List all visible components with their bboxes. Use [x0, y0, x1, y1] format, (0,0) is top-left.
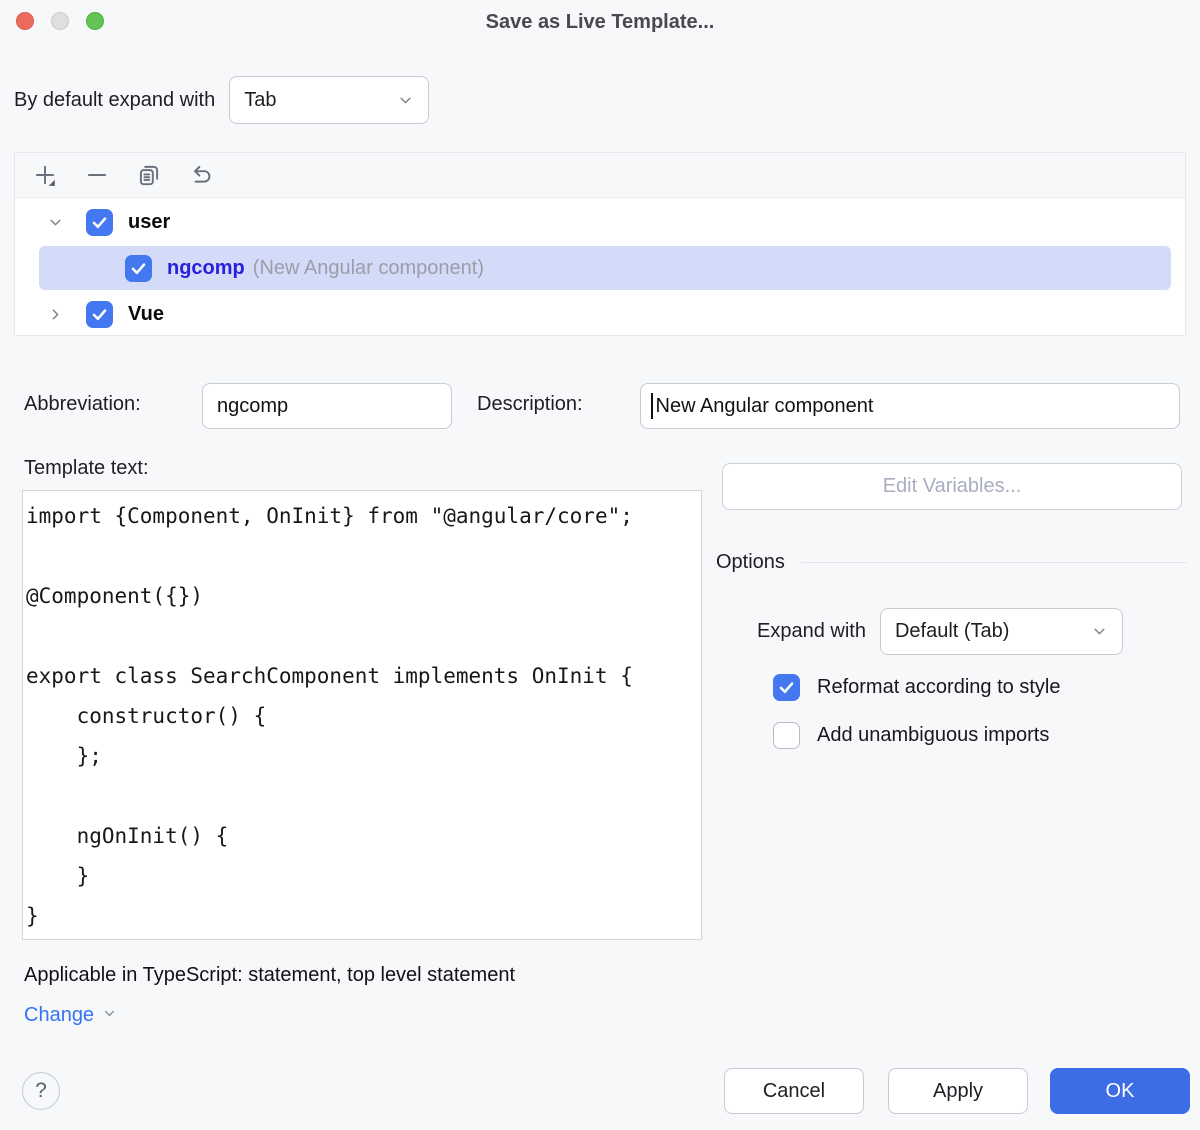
duplicate-button[interactable]: [133, 159, 165, 191]
tree-row-vue[interactable]: Vue: [15, 291, 1185, 337]
tree-toolbar: [15, 153, 1185, 198]
user-checkbox[interactable]: [86, 208, 113, 236]
expand-with-label: Expand with: [757, 620, 866, 642]
chevron-right-icon[interactable]: [46, 306, 64, 323]
description-label: Description:: [477, 393, 583, 415]
add-imports-label: Add unambiguous imports: [817, 724, 1050, 746]
title-bar: Save as Live Template...: [0, 0, 1200, 44]
reformat-checkbox[interactable]: [773, 674, 800, 701]
reformat-option[interactable]: Reformat according to style: [773, 674, 1060, 701]
tree-row-ngcomp[interactable]: ngcomp (New Angular component): [15, 245, 1185, 291]
tree-item-label: Vue: [128, 302, 164, 325]
help-button[interactable]: ?: [22, 1072, 60, 1110]
applicable-context-text: Applicable in TypeScript: statement, top…: [24, 964, 516, 986]
add-button[interactable]: [29, 159, 61, 191]
reformat-label: Reformat according to style: [817, 676, 1061, 698]
undo-button[interactable]: [185, 159, 217, 191]
default-expand-label: By default expand with: [14, 88, 216, 111]
description-value: New Angular component: [655, 394, 874, 417]
chevron-down-icon: [397, 92, 414, 109]
edit-variables-button[interactable]: Edit Variables...: [722, 463, 1182, 510]
expand-with-select[interactable]: Default (Tab): [879, 608, 1123, 655]
window-title: Save as Live Template...: [485, 11, 715, 33]
tree-item-label: user: [128, 210, 171, 233]
cancel-label: Cancel: [762, 1079, 826, 1102]
checkmark-icon: [779, 682, 794, 694]
undo-icon: [194, 165, 211, 183]
checkmark-icon: [131, 262, 146, 274]
default-expand-row: By default expand with Tab: [14, 76, 430, 124]
templates-tree-panel: user ngcomp (New Angular component) Vue: [14, 152, 1186, 336]
selection-highlight: [39, 246, 1171, 290]
add-imports-option[interactable]: Add unambiguous imports: [773, 722, 1049, 749]
add-icon: [35, 165, 55, 186]
tree-item-label: ngcomp: [167, 256, 245, 279]
abbreviation-row: Abbreviation: ngcomp Description: New An…: [0, 383, 1200, 429]
text-cursor: [651, 393, 653, 419]
change-link[interactable]: Change: [24, 1004, 117, 1027]
abbreviation-input[interactable]: ngcomp: [202, 383, 452, 429]
template-text-editor[interactable]: import {Component, OnInit} from "@angula…: [22, 490, 702, 940]
zoom-window-button[interactable]: [86, 12, 104, 30]
close-window-button[interactable]: [16, 12, 34, 30]
default-expand-select[interactable]: Tab: [229, 76, 430, 124]
description-input[interactable]: New Angular component: [640, 383, 1180, 429]
remove-button[interactable]: [81, 159, 113, 191]
change-label: Change: [24, 1004, 95, 1026]
cancel-button[interactable]: Cancel: [724, 1068, 864, 1114]
tree-item-description: (New Angular component): [252, 256, 485, 279]
tree-row-user[interactable]: user: [15, 199, 1185, 245]
chevron-down-icon[interactable]: [46, 214, 64, 231]
default-expand-value: Tab: [244, 88, 277, 111]
abbreviation-value: ngcomp: [217, 394, 289, 417]
chevron-down-icon: [1091, 623, 1108, 640]
add-imports-checkbox[interactable]: [773, 722, 800, 749]
ok-button[interactable]: OK: [1050, 1068, 1190, 1114]
checkmark-icon: [92, 216, 107, 228]
minimize-window-button[interactable]: [51, 12, 69, 30]
apply-button[interactable]: Apply: [888, 1068, 1028, 1114]
template-code: import {Component, OnInit} from "@angula…: [26, 504, 633, 928]
edit-variables-label: Edit Variables...: [882, 475, 1022, 497]
options-section-header: Options: [716, 551, 1186, 574]
options-separator: [800, 562, 1186, 563]
ngcomp-checkbox[interactable]: [125, 254, 152, 282]
expand-with-row: Expand with Default (Tab): [757, 608, 1123, 655]
question-mark-icon: ?: [35, 1079, 47, 1102]
chevron-down-icon: [102, 1004, 117, 1027]
abbreviation-label: Abbreviation:: [24, 393, 141, 415]
ok-label: OK: [1105, 1079, 1135, 1102]
template-text-label: Template text:: [24, 457, 149, 479]
remove-icon: [87, 174, 107, 176]
apply-label: Apply: [932, 1079, 984, 1102]
checkmark-icon: [92, 308, 107, 320]
vue-checkbox[interactable]: [86, 300, 113, 328]
expand-with-value: Default (Tab): [894, 620, 1010, 642]
duplicate-icon: [139, 165, 159, 186]
options-title: Options: [716, 551, 785, 573]
